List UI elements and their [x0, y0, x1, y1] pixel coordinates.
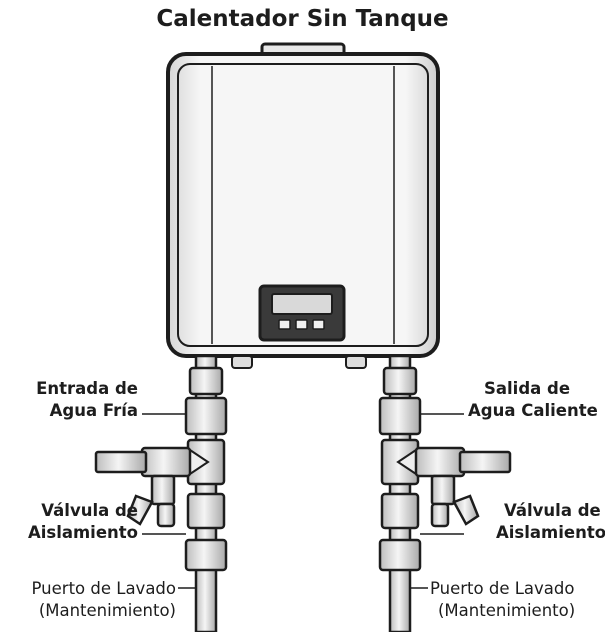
valve-right-line2: Aislamiento [496, 523, 605, 542]
heater-body [166, 52, 440, 358]
gas-fitting-left [231, 355, 253, 369]
cold-nut-top [188, 366, 224, 396]
hot-union [378, 396, 422, 436]
port-right-line2: (Mantenimiento) [438, 601, 576, 620]
valve-left-line1: Válvula de [41, 501, 138, 520]
cold-inlet-line2: Agua Fría [49, 401, 138, 420]
cold-inlet-line1: Entrada de [36, 379, 138, 398]
cold-valve-knob[interactable] [156, 502, 176, 528]
port-right-line1: Puerto de Lavado [430, 579, 575, 598]
cold-drain-spout [126, 494, 154, 526]
hot-valve-knob[interactable] [430, 502, 450, 528]
gas-fitting-right [345, 355, 367, 369]
hot-pipe-assembly [378, 354, 512, 634]
hot-nut-top [382, 366, 418, 396]
heater-front-panel [177, 63, 429, 347]
cold-valve-handle[interactable] [150, 474, 176, 506]
hot-lower-union [380, 492, 420, 530]
valve-left-label: Válvula de Aislamiento [4, 500, 138, 544]
hot-outlet-label: Salida de Agua Caliente [468, 378, 603, 422]
port-left-label: Puerto de Lavado (Mantenimiento) [2, 578, 176, 622]
panel-button-3[interactable] [312, 319, 325, 330]
cold-lower-nut [184, 538, 228, 572]
hot-outlet-line1: Salida de [484, 379, 571, 398]
port-right-label: Puerto de Lavado (Mantenimiento) [430, 578, 603, 622]
cold-lower-union [186, 492, 226, 530]
panel-button-1[interactable] [278, 319, 291, 330]
cold-inlet-label: Entrada de Agua Fría [4, 378, 138, 422]
hot-valve-handle[interactable] [430, 474, 456, 506]
port-left-line1: Puerto de Lavado [31, 579, 176, 598]
valve-right-line1: Válvula de [504, 501, 601, 520]
cold-pipe-assembly [94, 354, 228, 634]
hot-lower-nut [378, 538, 422, 572]
display-screen [271, 293, 333, 315]
port-left-line2: (Mantenimiento) [38, 601, 176, 620]
hot-drain-spout [452, 494, 480, 526]
cold-union [184, 396, 228, 436]
diagram-title: Calentador Sin Tanque [156, 6, 449, 32]
valve-left-line2: Aislamiento [27, 523, 138, 542]
hot-outlet-line2: Agua Caliente [468, 401, 598, 420]
hot-valve-pipe-stub [458, 450, 512, 474]
cold-valve-pipe-stub [94, 450, 148, 474]
hot-valve-body [414, 446, 466, 478]
valve-right-label: Válvula de Aislamiento [468, 500, 605, 544]
panel-button-2[interactable] [295, 319, 308, 330]
cold-valve-body [140, 446, 192, 478]
